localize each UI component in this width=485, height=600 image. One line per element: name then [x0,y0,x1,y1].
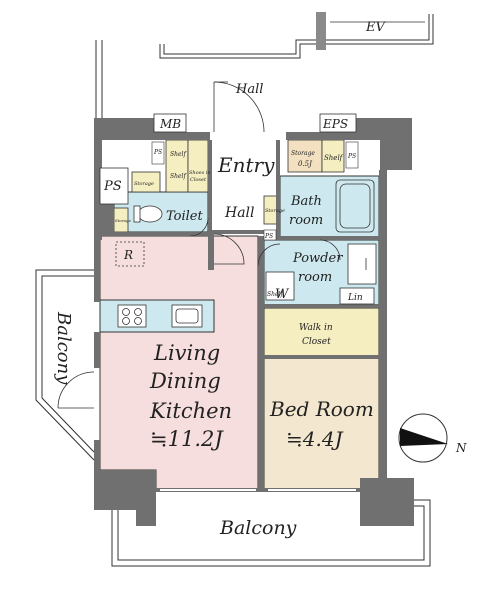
mb-label: MB [159,117,181,131]
ps-left-label: PS [103,179,122,194]
refrigerator-space [115,241,145,267]
ps-small-label-2: PS [347,153,356,160]
shelf-area-1 [165,139,189,193]
shelf-label-3: Shelf [324,154,344,162]
walkin-label-2: Closet [302,337,331,347]
eps-box [319,113,357,133]
shelf-label-1: Shelf [170,151,187,158]
walls [94,118,414,526]
north-label: N [455,441,467,455]
balcony-side-label: Balcony [53,311,74,385]
storage-area-1 [131,171,161,193]
hall-mid-label: Hall [224,205,255,221]
linen-label: Lin [347,293,363,303]
storage-05-label-2: 0.5J [298,160,313,168]
bath-label-1: Bath [290,194,322,209]
powder-basin [347,243,377,285]
bedroom-area-label: ≒4.4J [286,427,344,451]
sink-icon [171,304,203,328]
bedroom-room [263,357,380,491]
storage-label-3: Storage [265,208,285,214]
bottom-balcony [111,499,431,567]
bathtub [335,179,375,233]
storage-label-2: Storage [115,218,132,223]
ldk-label-1: Living [153,341,220,365]
toilet-icon [133,205,163,223]
bath-label-2: room [289,213,323,228]
ldk-label-2: Dining [149,369,221,393]
shoes-closet [187,139,209,193]
refrigerator-label: R [123,248,133,262]
ev-label: EV [365,20,386,35]
ps-box-left [99,167,129,205]
storage-05 [287,139,323,173]
eps-label: EPS [322,117,348,131]
shoes-label-1: Shoes in [189,170,211,176]
linen-closet [339,287,375,305]
bedroom-label: Bed Room [269,397,374,421]
stove-icon [117,304,147,328]
mb-box [153,113,187,133]
shoes-label-2: Closet [190,177,207,183]
ldk-area-label: ≒11.2J [150,427,224,451]
entry-label: Entry [217,153,275,177]
ps-small-label-3: PS [264,233,273,240]
storage-05-label-1: Storage [291,150,315,157]
toilet-label: Toilet [166,209,203,224]
washer-label: W [275,287,290,302]
entry-door [213,81,265,133]
powder-label-1: Powder [292,251,343,266]
side-balcony [35,269,95,461]
walkin-label-1: Walk in [299,323,333,333]
storage-label-1: Storage [134,181,154,187]
north-compass-icon: N [398,413,467,463]
ps-small-label-1: PS [153,149,162,156]
shelf-label-2: Shelf [170,173,187,180]
hall-top-label: Hall [235,82,263,97]
shelf-label-4: Shelf [267,291,284,298]
washer-space [265,271,295,301]
ldk-label-3: Kitchen [149,399,232,423]
elevator-area: EV [159,12,434,59]
powder-label-2: room [298,270,332,285]
balcony-bottom-label: Balcony [219,517,297,539]
